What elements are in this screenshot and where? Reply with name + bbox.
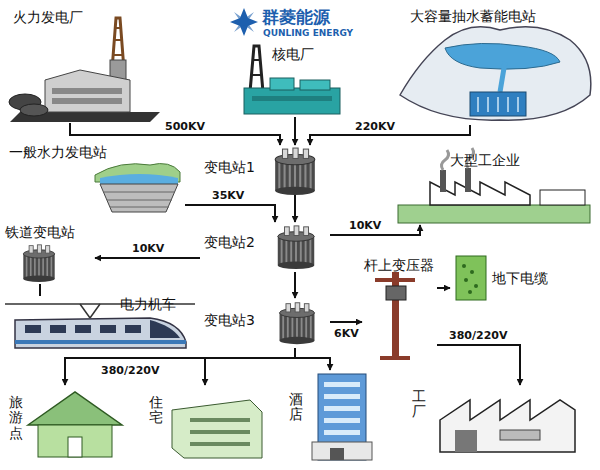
voltage-label: 10KV [130,242,166,255]
pumped-storage [400,27,591,120]
voltage-label: 380/220V [447,329,509,342]
power-line [330,321,362,323]
power-line [294,117,296,145]
substation-transformer [280,303,315,344]
logo-mark [230,8,258,36]
voltage-label: 6KV [332,327,361,340]
plant-box: 火力发电厂 [5,5,145,123]
node-label: 地下电缆 [492,270,548,287]
node-label: 住宅 [149,395,163,426]
brand-subtitle: QUNLING ENERGY [263,28,353,38]
voltage-label: 10KV [347,219,383,232]
substation-box: 变电站1 [200,145,330,195]
node-label: 大型工企业 [450,152,520,169]
industry-plant [398,148,590,223]
node-label: 一般水力发电站 [9,144,107,161]
pole-box: 杆上变压器 [362,255,437,360]
power-line [185,205,275,222]
power-line [437,287,450,289]
substation-box: 铁道变电站 [5,222,95,284]
node-label: 铁道变电站 [5,224,75,241]
plant-box: 大容量抽水蓄能电站 [395,5,595,125]
node-label: 酒店 [289,392,303,423]
power-line [39,284,41,296]
substation-transformer [278,226,314,269]
consumer-box: 工厂 [400,385,595,465]
power-line [65,348,295,385]
railway-transformer [23,245,54,282]
substation-transformer [275,148,315,195]
node-label: 旅游点 [9,395,23,441]
node-label: 变电站2 [204,234,255,251]
cable-box [456,256,486,300]
power-line [294,195,296,222]
hydro-dam [95,164,180,212]
brand-name: 群菱能源 [262,6,330,29]
substation-box: 变电站2 [200,222,330,272]
voltage-label: 35KV [210,189,246,202]
cable-box: 地下电缆 [450,250,595,305]
thermal-plant [9,18,160,122]
node-label: 变电站3 [204,312,255,329]
node-label: 大容量抽水蓄能电站 [410,8,536,25]
power-line [205,348,295,385]
node-label: 变电站1 [204,159,255,176]
consumer-box: 旅游点 [5,385,125,465]
pole-transformer [375,272,415,360]
tourist-house [28,392,122,457]
node-label: 杆上变压器 [364,257,434,274]
consumer-box: 大型工企业 [390,150,595,225]
power-line [95,257,200,259]
plant-box: 核电厂 [240,42,350,117]
voltage-label: 220KV [353,120,397,133]
power-line [437,345,520,385]
node-label: 电力机车 [120,296,176,313]
nuclear-plant [244,46,340,114]
node-label: 核电厂 [272,46,314,63]
power-line [295,348,330,370]
hotel-building [312,374,372,460]
train-box: 电力机车 [10,296,190,350]
node-label: 工厂 [412,389,426,420]
node-label: 火力发电厂 [13,9,83,26]
voltage-label: 500KV [163,120,207,133]
consumer-box: 住宅 [145,385,265,465]
substation-box: 变电站3 [200,298,330,348]
voltage-label: 380/220V [99,364,161,377]
residential-building [172,400,262,458]
power-line [294,272,296,298]
consumer-box: 酒店 [285,370,375,465]
plant-box: 一般水力发电站 [5,140,185,215]
factory-building [440,400,575,452]
